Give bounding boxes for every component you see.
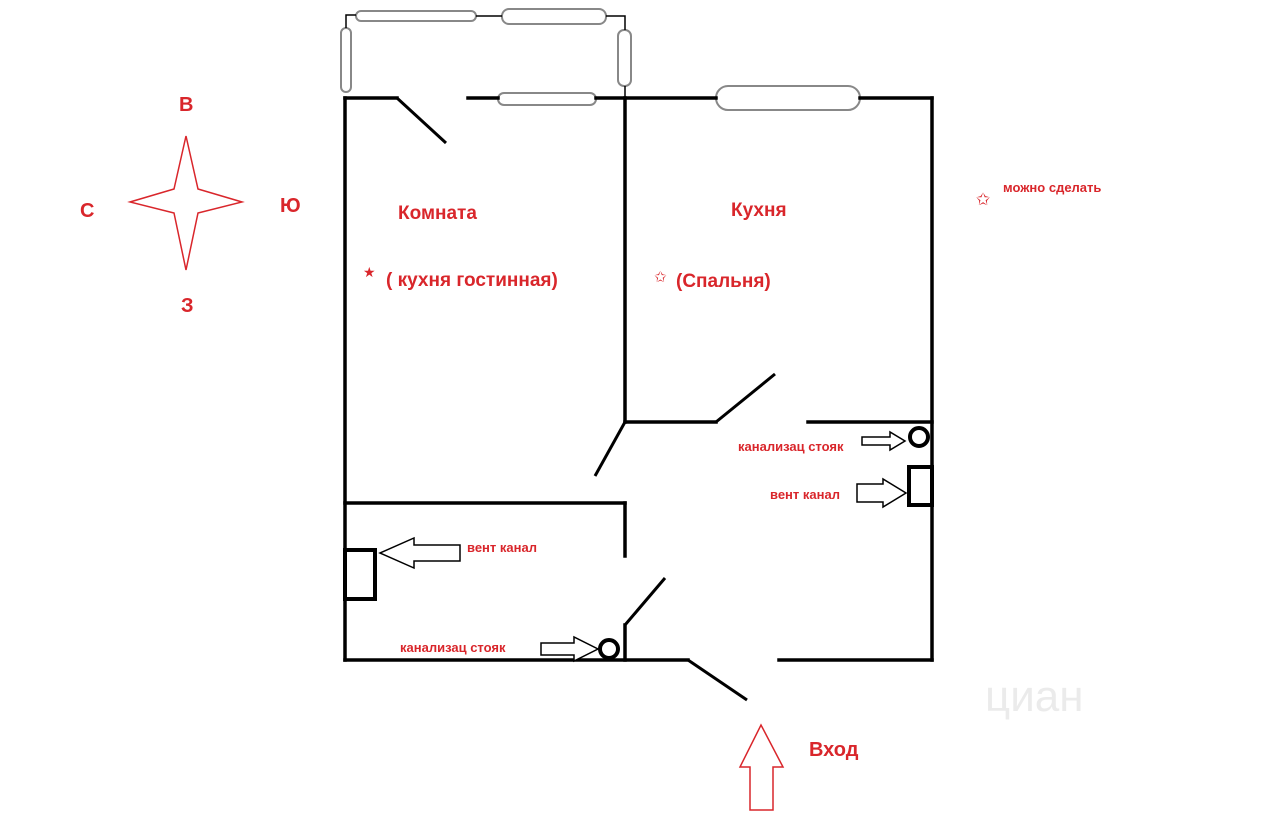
balcony-window-glazing [340,8,861,111]
room-door [593,421,627,477]
bathroom-door [623,577,667,626]
room-note: ( кухня гостинная) [386,270,558,291]
kitchen-note: (Спальня) [676,271,771,292]
arrow-to-kitchen-vent [856,477,908,509]
bathroom-sewer-riser-label: канализац стояк [400,640,506,655]
kitchen-star-icon: ✩ [654,268,667,286]
balcony-frame [345,14,626,98]
entrance-door [687,658,748,702]
sewer-riser-bathroom [598,638,620,660]
vent-shaft-kitchen [907,465,934,507]
compass-east-label: Ю [280,195,301,217]
doors [395,96,776,702]
arrow-to-bathroom-vent [378,536,461,570]
entrance-arrow-icon [738,723,785,811]
kitchen-vent-channel-label: вент канал [770,487,840,502]
compass-north-label: В [179,94,194,116]
pointer-arrows [378,430,908,663]
watermark: циан [985,672,1084,721]
kitchen-name: Кухня [731,200,787,221]
legend-can-do-label: можно сделать [1003,180,1102,195]
compass-rose-icon [127,135,245,271]
kitchen-sewer-riser-label: канализац стояк [738,439,844,454]
room-name: Комната [398,203,477,224]
room-star-icon: ★ [363,265,376,281]
compass-west-label: С [80,200,95,222]
sewer-riser-kitchen [908,426,930,448]
legend-star-icon: ✩ [976,190,990,210]
utility-shafts [343,426,934,660]
entrance-label: Вход [809,739,859,761]
walls [343,96,934,662]
arrow-to-bathroom-riser [540,635,600,663]
compass-south-label: З [181,295,194,317]
arrow-to-kitchen-riser [861,430,907,452]
kitchen-door [715,372,776,424]
bathroom-vent-channel-label: вент канал [467,540,537,555]
balcony-door [395,96,448,145]
vent-shaft-bathroom [343,548,377,601]
